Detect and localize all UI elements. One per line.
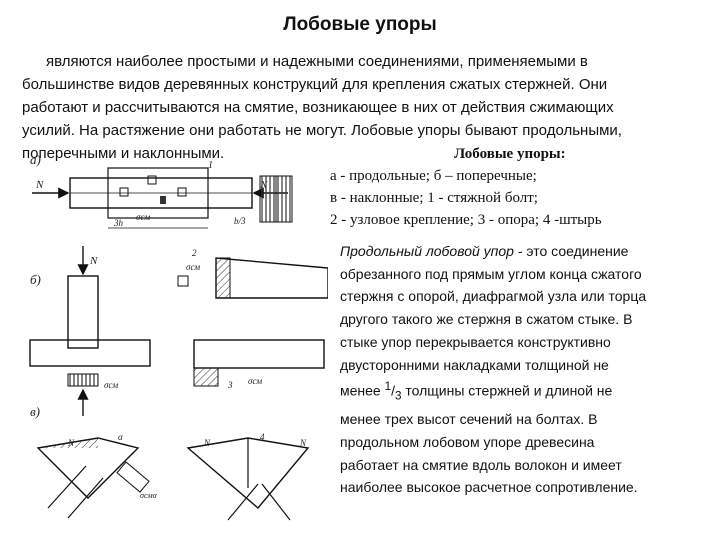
- diagram-b-transverse: б) N σсм 2 σсм 3 σсм: [29, 246, 328, 416]
- inclined-joint-right: [186, 437, 310, 509]
- label-3: 3: [227, 380, 233, 390]
- body-line: менее трех высот сечений на болтах. В: [340, 411, 598, 428]
- beam-member: [29, 339, 151, 367]
- diagram-v-inclined: в) N α σсмα N N 4: [30, 404, 310, 521]
- body-line: наиболее высокое расчетное сопротивление…: [340, 479, 638, 496]
- body-line-fraction: менее 1/3 толщины стержней и длиной не: [340, 380, 613, 403]
- label-b-part: б): [30, 272, 41, 287]
- page-title: Лобовые упоры: [283, 14, 437, 35]
- side-plates: [107, 167, 209, 219]
- body-line-1-rest: - это соединение: [513, 243, 629, 259]
- caption-line: в - наклонные; 1 - стяжной болт;: [330, 190, 538, 206]
- label-3h: 3h: [113, 218, 124, 228]
- label-n-left: N: [35, 179, 44, 191]
- label-n-v3: N: [299, 438, 307, 448]
- label-n-v2: N: [203, 438, 211, 448]
- label-b: b/3: [234, 216, 246, 226]
- label-sigma-b2: σсм: [186, 262, 200, 272]
- support-block: [193, 367, 219, 387]
- label-sigma-b3: σсм: [248, 376, 262, 386]
- intro-line: поперечными и наклонными.: [22, 145, 225, 162]
- body-line: стержня с опорой, диафрагмой узла или то…: [340, 288, 647, 305]
- body-line: двусторонними накладками толщиной не: [340, 356, 609, 373]
- label-alpha: α: [118, 432, 123, 442]
- label-n-top: N: [89, 255, 98, 267]
- term-italic: Продольный лобовой упор: [340, 243, 514, 259]
- body-line: стыке упор перекрывается конструктивно: [340, 333, 611, 350]
- label-n-v1: N: [67, 438, 75, 448]
- diagram-a-longitudinal: а) N 1 N 3h σсм b/3: [30, 152, 293, 229]
- support-beam: [193, 339, 325, 369]
- description-paragraph: Продольный лобовой упор - это соединение…: [340, 240, 702, 499]
- caption-title: Лобовые упоры:: [454, 146, 566, 162]
- label-4: 4: [260, 432, 265, 442]
- inclined-member: [215, 257, 328, 299]
- label-sigma-v: σсмα: [140, 491, 158, 500]
- figure-caption: Лобовые упоры: а - продольные; б – попер…: [330, 143, 630, 231]
- caption-line: а - продольные; б – поперечные;: [330, 168, 537, 184]
- label-sigma-a: σсм: [136, 212, 150, 222]
- frac-num: 1: [384, 380, 392, 394]
- label-a: а): [30, 152, 41, 167]
- frac-suffix: толщины стержней и длиной не: [401, 382, 613, 399]
- label-2: 2: [192, 248, 197, 258]
- intro-line: усилий. На растяжение они работать не мо…: [22, 122, 622, 139]
- pressure-block: [67, 373, 99, 387]
- post-member: [67, 275, 99, 349]
- body-line: продольном лобовом упоре древесина: [340, 434, 595, 451]
- label-1: 1: [208, 160, 213, 171]
- label-sigma-b: σсм: [104, 380, 118, 390]
- body-line: работает на смятие вдоль волокон и имеет: [340, 456, 622, 473]
- intro-paragraph: являются наиболее простыми и надежными с…: [22, 50, 706, 165]
- intro-line: работают и рассчитываются на смятие, воз…: [22, 99, 614, 116]
- frac-den: 3: [394, 389, 402, 403]
- caption-line: 2 - узловое крепление; 3 - опора; 4 -шты…: [330, 212, 602, 228]
- intro-line: являются наиболее простыми и надежными с…: [46, 53, 588, 70]
- label-v-part: в): [30, 404, 40, 419]
- intro-line: большинстве видов деревянных конструкций…: [22, 76, 608, 93]
- body-line: другого такого же стержня в сжатом стыке…: [340, 311, 633, 328]
- frac-prefix: менее: [340, 382, 385, 399]
- joint-diagram: а) N 1 N 3h σсм b/3 б) N σсм 2 σсм: [29, 152, 328, 521]
- body-line-1: Продольный лобовой упор - это соединение: [340, 240, 702, 263]
- body-line: обрезанного под прямым углом конца сжато…: [340, 265, 642, 282]
